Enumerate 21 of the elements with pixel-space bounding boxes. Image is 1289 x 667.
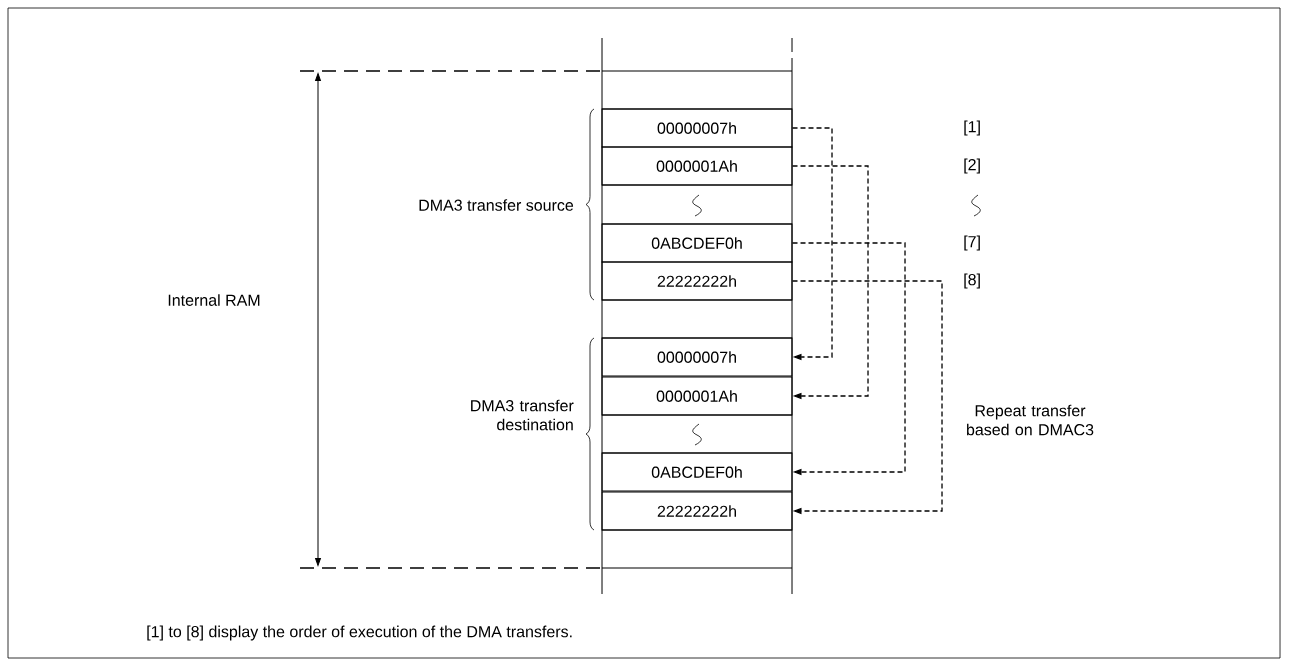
text-label: DMA3 transfer destination — [471, 399, 574, 431]
memory-cell: 00000007h — [601, 337, 793, 377]
caption: [1] to [8] display the order of execution of the DMA transfers. — [147, 625, 572, 641]
memory-cell: 0ABCDEF0h — [601, 223, 793, 263]
memory-cell: 0ABCDEF0h — [601, 452, 793, 492]
arrow — [791, 127, 833, 361]
order-number: [8] — [964, 273, 980, 289]
memory-cell: 00000007h — [601, 108, 793, 148]
text-label: DMA3 transfer source — [419, 199, 574, 211]
arrow — [791, 165, 869, 400]
arrow — [791, 280, 943, 515]
memory-cell: 0000001Ah — [601, 376, 793, 416]
text-label: Repeat transfer based on DMAC3 — [967, 404, 1094, 436]
memory-cell: 22222222h — [601, 261, 793, 301]
order-number: [2] — [964, 158, 980, 174]
memory-cell: 22222222h — [601, 491, 793, 531]
order-number: [7] — [964, 235, 980, 251]
text-label: Internal RAM — [168, 294, 260, 306]
memory-cell: 0000001Ah — [601, 146, 793, 186]
arrow — [791, 242, 906, 476]
order-number: [1] — [964, 120, 980, 136]
